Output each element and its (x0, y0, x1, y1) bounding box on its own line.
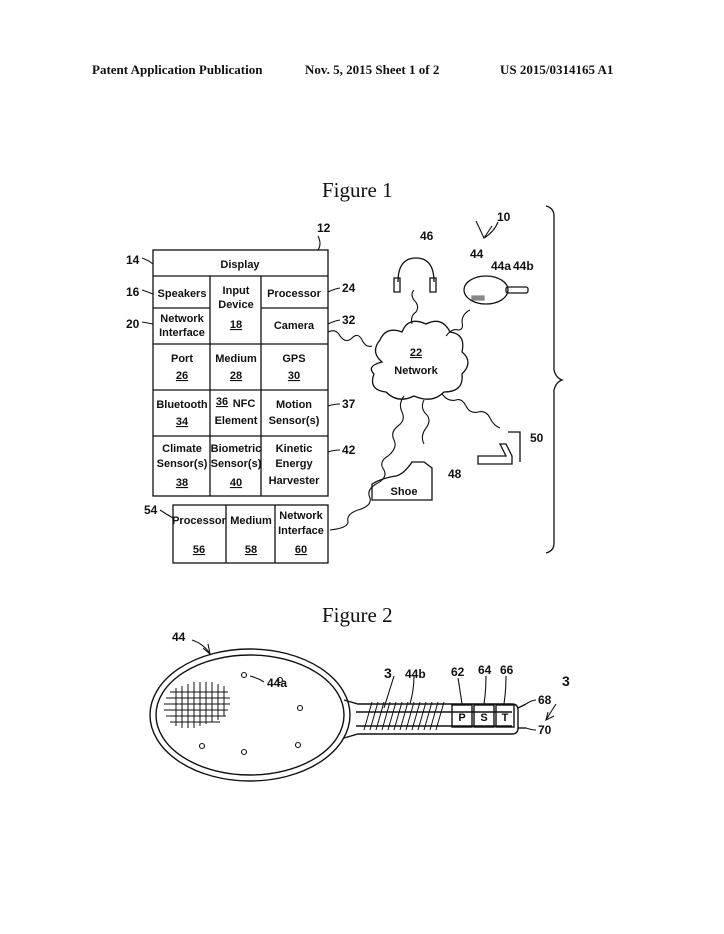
camera-label: Camera (274, 320, 315, 332)
fig2-ref-62: 62 (451, 665, 465, 679)
fig2-ref-44b: 44b (405, 667, 426, 681)
racket-icon (464, 276, 528, 304)
port-number: 26 (176, 370, 188, 382)
fig2-ref-68: 68 (538, 693, 552, 707)
network-interface-line1: Network (160, 313, 204, 325)
port-label: Port (171, 353, 193, 365)
gps-label: GPS (282, 353, 305, 365)
kinetic-line3: Harvester (269, 475, 320, 487)
biometric-number: 40 (230, 477, 242, 489)
pst-p-label: P (458, 712, 465, 724)
ref-32: 32 (342, 313, 356, 327)
sensor-mesh-icon (164, 682, 230, 728)
wearable-device-icon (478, 432, 520, 464)
kinetic-line2: Energy (275, 458, 313, 470)
climate-line1: Climate (162, 443, 202, 455)
ref-14: 14 (126, 253, 140, 267)
ref-12: 12 (317, 221, 331, 235)
motion-line2: Sensor(s) (269, 415, 320, 427)
biometric-line2: Sensor(s) (211, 458, 262, 470)
server-network-line1: Network (279, 510, 323, 522)
nfc-element-label: Element (215, 415, 258, 427)
headphones-icon (394, 258, 436, 292)
fig2-ref-64: 64 (478, 663, 492, 677)
server-network-number: 60 (295, 544, 307, 556)
display-label: Display (220, 259, 260, 271)
ref-24: 24 (342, 281, 356, 295)
server-medium-label: Medium (230, 515, 272, 527)
ref-10: 10 (497, 210, 511, 224)
biometric-line1: Biometric (211, 443, 262, 455)
sensor-dots (200, 673, 303, 755)
climate-line2: Sensor(s) (157, 458, 208, 470)
network-interface-line2: Interface (159, 327, 205, 339)
ref-54: 54 (144, 503, 158, 517)
ref-50: 50 (530, 431, 544, 445)
server-processor-label: Processor (172, 515, 227, 527)
bluetooth-label: Bluetooth (156, 399, 208, 411)
network-number: 22 (410, 347, 422, 359)
ref-42: 42 (342, 443, 356, 457)
climate-number: 38 (176, 477, 188, 489)
ref-46: 46 (420, 229, 434, 243)
input-device-line2: Device (218, 299, 253, 311)
bluetooth-number: 34 (176, 416, 189, 428)
medium-number: 28 (230, 370, 242, 382)
shoe-label: Shoe (391, 486, 418, 498)
fig2-ref-44: 44 (172, 630, 186, 644)
nfc-label: NFC (233, 398, 256, 410)
ref-44b: 44b (513, 259, 534, 273)
fig2-ref-66: 66 (500, 663, 514, 677)
input-device-line1: Input (223, 285, 250, 297)
network-cloud-icon (371, 321, 468, 399)
input-device-number: 18 (230, 319, 242, 331)
medium-label: Medium (215, 353, 257, 365)
server-medium-number: 58 (245, 544, 257, 556)
ref-37: 37 (342, 397, 356, 411)
pst-s-label: S (480, 712, 487, 724)
kinetic-line1: Kinetic (276, 443, 313, 455)
speakers-label: Speakers (158, 288, 207, 300)
ref-16: 16 (126, 285, 140, 299)
gps-number: 30 (288, 370, 300, 382)
ref-48: 48 (448, 467, 462, 481)
network-label: Network (394, 365, 438, 377)
ref-44: 44 (470, 247, 484, 261)
server-processor-number: 56 (193, 544, 205, 556)
fig2-ref-44a: 44a (267, 676, 287, 690)
motion-line1: Motion (276, 399, 312, 411)
fig2-ref-3: 3 (384, 665, 392, 681)
fig2-ref-70: 70 (538, 723, 552, 737)
fig2-ref-3-section: 3 (562, 673, 570, 689)
nfc-number: 36 (216, 396, 228, 408)
processor-label: Processor (267, 288, 322, 300)
pst-t-label: T (502, 712, 509, 724)
ref-44a: 44a (491, 259, 511, 273)
ref-20: 20 (126, 317, 140, 331)
server-network-line2: Interface (278, 525, 324, 537)
